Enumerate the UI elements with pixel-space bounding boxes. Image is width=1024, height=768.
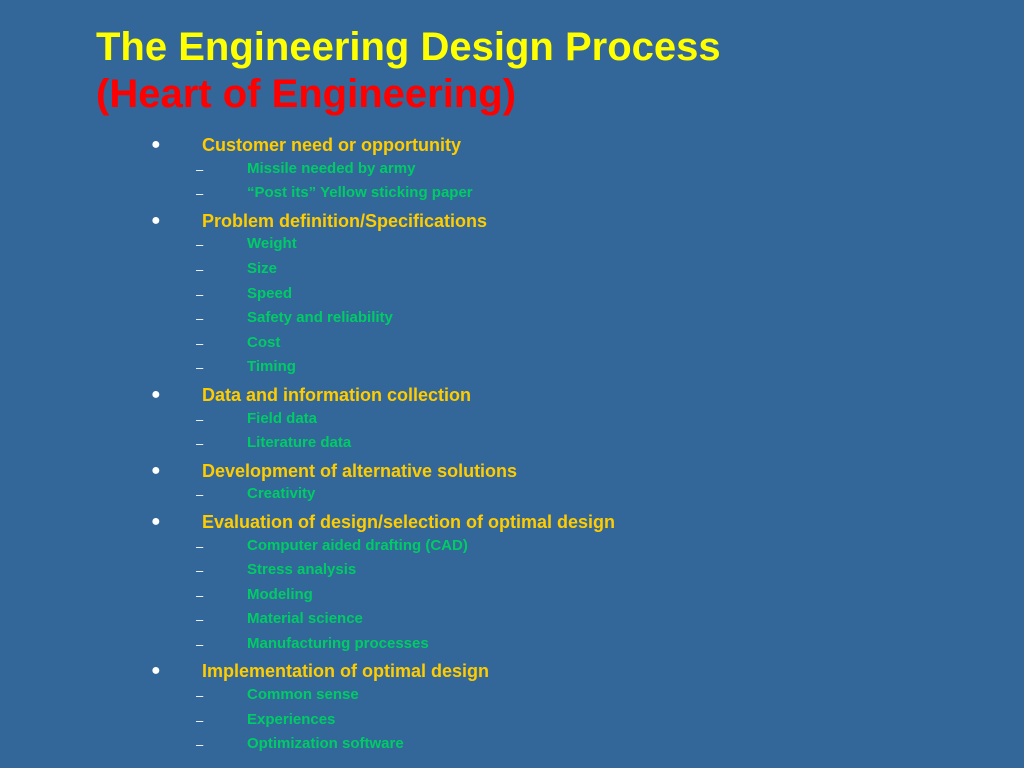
outline-subitem-label: Stress analysis (247, 561, 357, 579)
dash-bullet-icon: – (196, 563, 204, 579)
outline-subitem-label: Modeling (247, 585, 313, 603)
bullet-outline: ● Customer need or opportunity – Missile ne… (0, 132, 1024, 759)
outline-subitem: – Stress analysis (0, 560, 1024, 585)
dash-bullet-icon: – (196, 186, 204, 202)
outline-item: ● Evaluation of design/selection of optim… (0, 509, 1024, 536)
outline-subitem: – Manufacturing processes (0, 634, 1024, 659)
bullet-dot-icon: ● (151, 136, 161, 153)
outline-subitem-label: Size (247, 259, 278, 277)
dash-bullet-icon: – (196, 612, 204, 628)
outline-subitem: – Size (0, 259, 1024, 284)
outline-subitem: – Cost (0, 333, 1024, 358)
dash-bullet-icon: – (196, 161, 204, 177)
bullet-dot-icon: ● (151, 512, 161, 530)
dash-bullet-icon: – (196, 436, 204, 452)
outline-subitem: – Creativity (0, 484, 1024, 509)
outline-subitem: – Literature data (0, 433, 1024, 458)
dash-bullet-icon: – (196, 286, 204, 302)
outline-item-label: Evaluation of design/selection of optima… (202, 511, 616, 532)
outline-item-label: Problem definition/Specifications (202, 210, 488, 231)
outline-subitem: – Optimization software (0, 734, 1024, 759)
dash-bullet-icon: – (196, 311, 204, 327)
outline-subitem-label: Cost (247, 333, 281, 351)
dash-bullet-icon: – (196, 636, 204, 652)
dash-bullet-icon: – (196, 237, 204, 253)
bullet-dot-icon: ● (151, 662, 161, 680)
outline-subitem-label: Weight (247, 235, 297, 253)
outline-subitem-label: Optimization software (247, 735, 404, 753)
outline-subitem-label: Common sense (247, 686, 359, 704)
outline-subitem-label: “Post its” Yellow sticking paper (247, 184, 473, 202)
slide-title: The Engineering Design Process (Heart of… (96, 24, 721, 118)
outline-subitem-label: Speed (247, 284, 293, 302)
outline-subitem-label: Safety and reliability (247, 309, 393, 327)
outline-item: ● Development of alternative solutions (0, 458, 1024, 485)
outline-subitem: – Speed (0, 284, 1024, 309)
outline-subitem: – Computer aided drafting (CAD) (0, 536, 1024, 561)
outline-subitem-label: Creativity (247, 485, 316, 503)
outline-item-label: Customer need or opportunity (202, 135, 462, 155)
outline-subitem-label: Timing (247, 358, 296, 376)
outline-item-label: Implementation of optimal design (202, 661, 490, 682)
dash-bullet-icon: – (196, 487, 204, 503)
dash-bullet-icon: – (196, 538, 204, 554)
outline-subitem: – Missile needed by army (0, 159, 1024, 184)
outline-subitem: – Weight (0, 234, 1024, 259)
bullet-dot-icon: ● (151, 385, 161, 403)
title-line-main: The Engineering Design Process (96, 25, 721, 69)
outline-item-label: Data and information collection (202, 384, 472, 405)
outline-item: ● Problem definition/Specifications (0, 208, 1024, 235)
outline-subitem: – Common sense (0, 685, 1024, 710)
outline-subitem: – Experiences (0, 710, 1024, 735)
bullet-dot-icon: ● (151, 211, 161, 229)
outline-item: ● Customer need or opportunity (0, 132, 1024, 159)
outline-subitem: – Timing (0, 357, 1024, 382)
outline-item-label: Development of alternative solutions (202, 460, 518, 481)
dash-bullet-icon: – (196, 712, 204, 728)
outline-subitem: – Safety and reliability (0, 308, 1024, 333)
outline-subitem-label: Experiences (247, 710, 336, 728)
dash-bullet-icon: – (196, 688, 204, 704)
outline-item: ● Data and information collection (0, 382, 1024, 409)
dash-bullet-icon: – (196, 360, 204, 376)
outline-subitem: – Field data (0, 409, 1024, 434)
outline-subitem: – Material science (0, 609, 1024, 634)
dash-bullet-icon: – (196, 737, 204, 753)
outline-subitem: – “Post its” Yellow sticking paper (0, 183, 1024, 208)
outline-subitem: – Modeling (0, 585, 1024, 610)
title-line-subtitle: (Heart of Engineering) (96, 72, 517, 116)
outline-subitem-label: Material science (247, 610, 363, 628)
bullet-dot-icon: ● (151, 461, 161, 479)
dash-bullet-icon: – (196, 261, 204, 277)
dash-bullet-icon: – (196, 587, 204, 603)
outline-subitem-label: Field data (247, 409, 318, 427)
outline-subitem-label: Manufacturing processes (247, 634, 429, 652)
dash-bullet-icon: – (196, 335, 204, 351)
outline-subitem-label: Missile needed by army (247, 159, 416, 177)
outline-subitem-label: Literature data (247, 434, 352, 452)
outline-item: ● Implementation of optimal design (0, 658, 1024, 685)
dash-bullet-icon: – (196, 411, 204, 427)
outline-subitem-label: Computer aided drafting (CAD) (247, 536, 468, 554)
